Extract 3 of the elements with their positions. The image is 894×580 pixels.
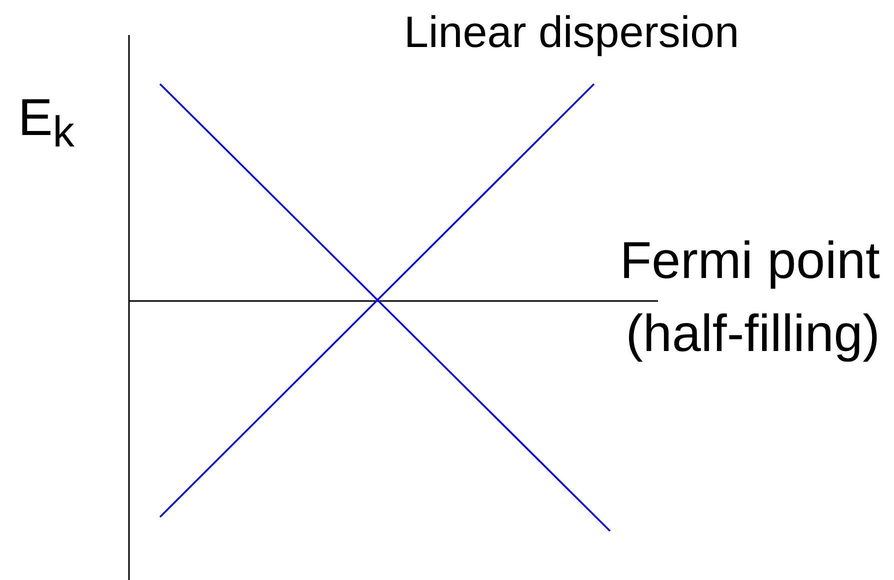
point-label: Fermi point (half-filling) <box>618 231 880 365</box>
curve-label: Linear dispersion <box>404 7 740 59</box>
axis-label: E$_{k}$ <box>18 88 76 158</box>
